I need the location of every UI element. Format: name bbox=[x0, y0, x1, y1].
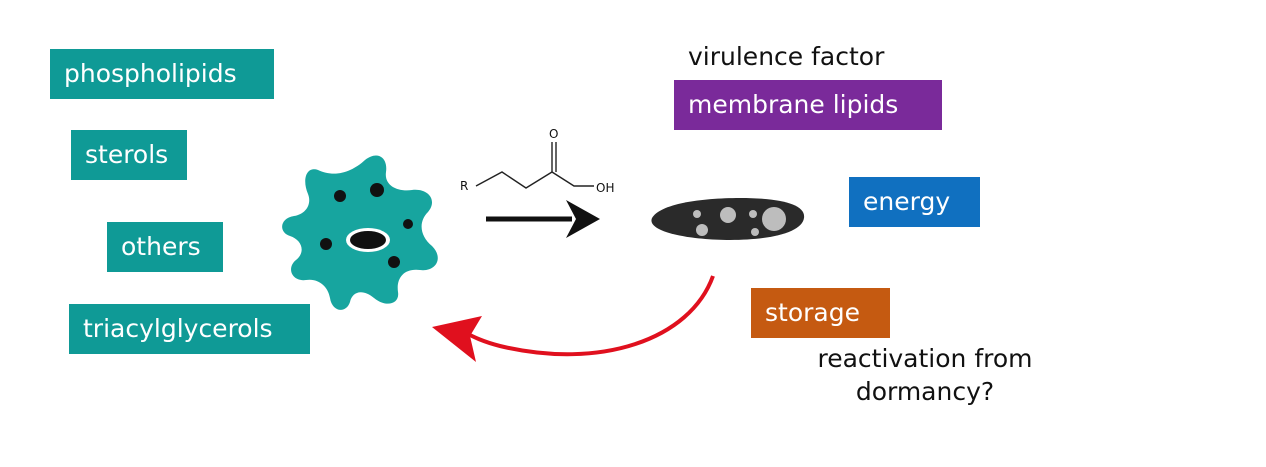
text-virulence-factor: virulence factor bbox=[688, 42, 885, 71]
text-reactivation-from-dormancy: reactivation from dormancy? bbox=[817, 344, 1033, 406]
chem-oxygen: O bbox=[549, 127, 558, 141]
label-membrane-lipids: membrane lipids bbox=[674, 80, 942, 130]
label-energy: energy bbox=[849, 177, 980, 227]
red-curved-arrow-icon bbox=[432, 275, 715, 362]
label-phospholipids: phospholipids bbox=[50, 49, 274, 99]
label-sterols: sterols bbox=[71, 130, 187, 180]
label-storage: storage bbox=[751, 288, 890, 338]
chem-hydroxyl: OH bbox=[596, 181, 614, 195]
bacterium-with-lipid-droplets-icon bbox=[651, 198, 805, 240]
black-arrow-icon bbox=[486, 200, 600, 238]
fatty-acid-structure-icon: R O OH bbox=[460, 127, 614, 195]
chem-r-group: R bbox=[460, 179, 468, 193]
label-others: others bbox=[107, 222, 223, 272]
amoeba-cell-icon bbox=[282, 155, 438, 310]
label-triacylglycerols: triacylglycerols bbox=[69, 304, 310, 354]
